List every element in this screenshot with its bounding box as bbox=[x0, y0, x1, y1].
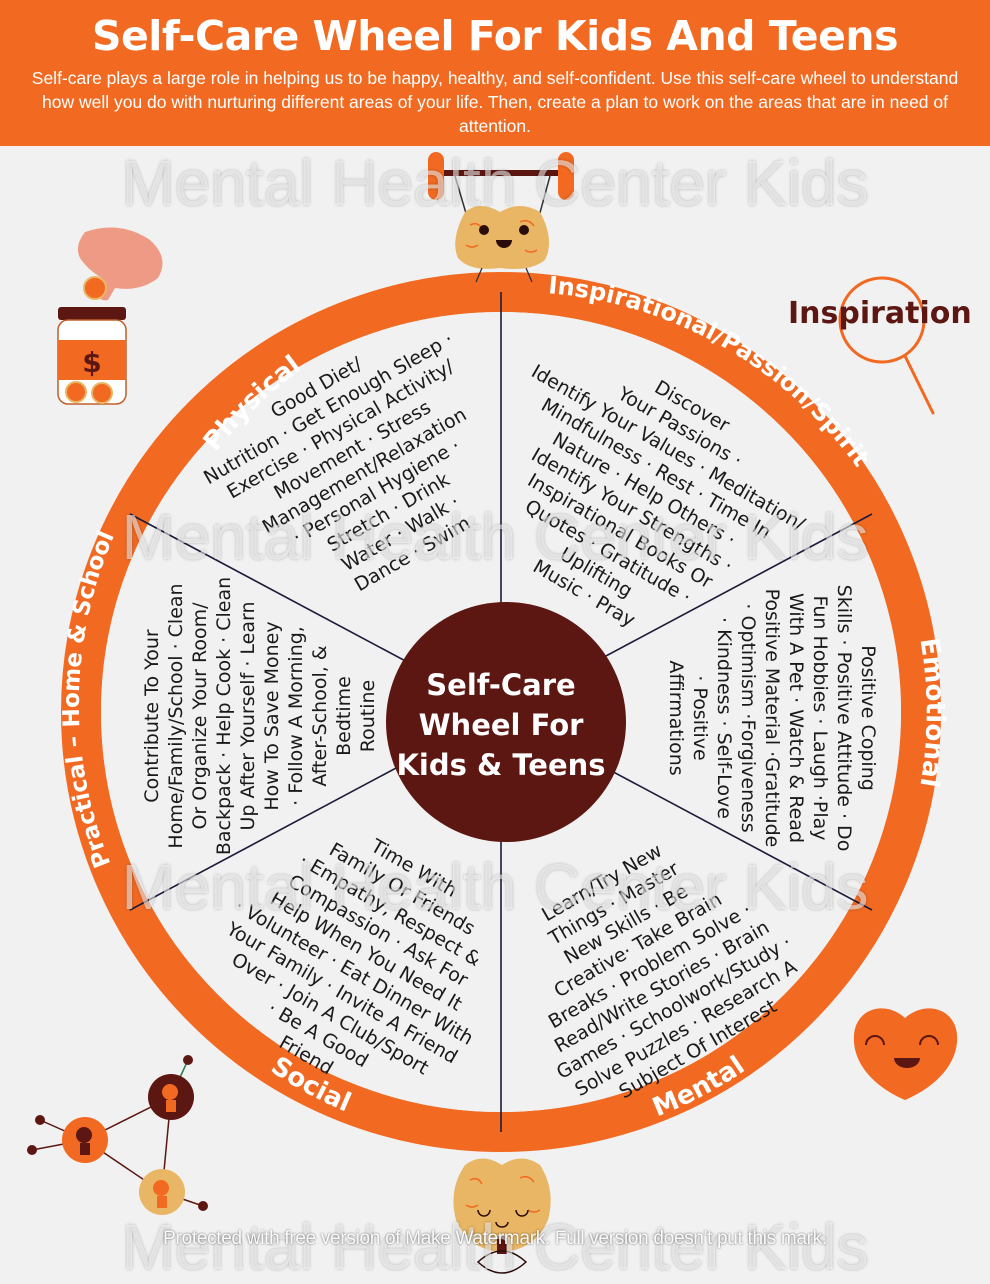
header-banner: Self-Care Wheel For Kids And Teens Self-… bbox=[0, 0, 990, 146]
sector-text-line: How To Save Money bbox=[261, 621, 283, 811]
sector-text-line: Positive Material ·Gratitude bbox=[761, 588, 783, 848]
page-title: Self-Care Wheel For Kids And Teens bbox=[91, 12, 899, 60]
brain-lifting-weights-icon bbox=[428, 152, 574, 283]
center-title-line: Self-Care bbox=[426, 668, 576, 702]
sector-text-line: After-School, & bbox=[309, 645, 331, 787]
sector-text-line: Positive Coping bbox=[857, 645, 879, 791]
hand-coin-jar-icon: $ bbox=[57, 227, 163, 405]
svg-text:$: $ bbox=[82, 346, 101, 379]
center-title-line: Kids & Teens bbox=[396, 748, 606, 782]
sector-text-line: · Follow A Morning, bbox=[285, 626, 307, 806]
center-hub bbox=[386, 602, 626, 842]
center-title-line: Wheel For bbox=[418, 708, 584, 742]
page-description: Self-care plays a large role in helping … bbox=[31, 68, 959, 136]
sector-text-line: Or Organize Your Room/ bbox=[189, 602, 211, 830]
sector-text-line: Fun Hobbies · Laugh ·Play bbox=[809, 595, 831, 841]
sector-text-line: Bedtime bbox=[333, 676, 355, 756]
inspiration-label: Inspiration bbox=[788, 296, 972, 331]
meditating-brain-icon bbox=[453, 1158, 551, 1274]
sector-text-line: Routine bbox=[357, 679, 379, 753]
sector-text-line: With A Pet · Watch & Read bbox=[785, 592, 807, 844]
sector-text-line: Home/Family/School · Clean bbox=[165, 583, 187, 849]
sector-text-line: Contribute To Your bbox=[141, 629, 163, 803]
sector-text-line: Skills · Positive Attitude · Do bbox=[833, 584, 855, 852]
social-network-icon bbox=[27, 1055, 208, 1215]
smiling-heart-icon bbox=[853, 1008, 958, 1100]
magnifying-glass-icon bbox=[838, 276, 935, 415]
sector-text-line: Up After Yourself · Learn bbox=[237, 601, 259, 831]
footer-watermark: Protected with free version of Make Wate… bbox=[163, 1228, 827, 1249]
center-title: Self-Care Wheel For Kids & Teens bbox=[383, 665, 619, 785]
sector-text-line: Backpack · Help Cook · Clean bbox=[213, 576, 235, 856]
